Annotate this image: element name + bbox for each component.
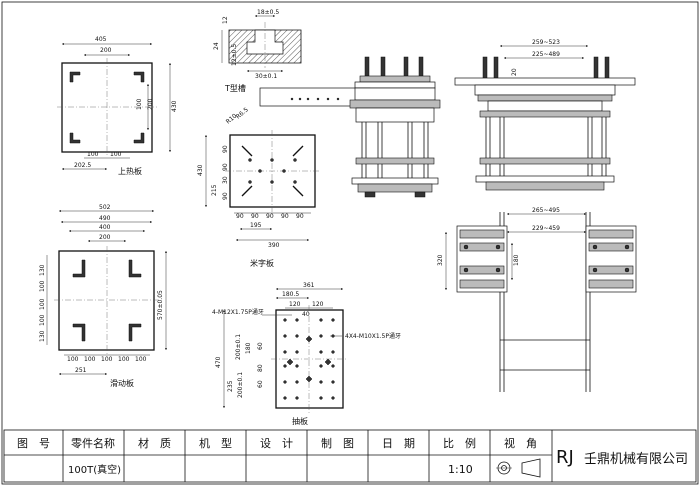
dim-text: 100	[87, 151, 99, 158]
dim-text: 180	[513, 254, 520, 266]
dim-text: 265~495	[532, 207, 560, 214]
dim-text: 361	[303, 282, 315, 289]
tb-header-material: 材 质	[138, 436, 171, 450]
dim-text: R6.5	[235, 106, 250, 120]
pull-plate-view: 361 180.5 120 120 4-M12X1.75P通牙 4X4-M10X…	[212, 282, 401, 426]
company-name: 壬鼎机械有限公司	[584, 452, 688, 467]
dim-text: 100	[67, 356, 79, 363]
dim-text: 90	[222, 192, 229, 200]
dim-text: 320	[437, 254, 444, 266]
dim-text: 235	[227, 380, 234, 392]
tb-header-model: 机 型	[199, 436, 232, 450]
dim-text: 180.5	[282, 291, 299, 298]
machine-plan-view: 265~495 229~459 320 180	[437, 207, 637, 392]
dim-text: 405	[95, 36, 107, 43]
dim-text: 130	[39, 330, 46, 342]
dim-text: 200±0.1	[237, 372, 244, 398]
dim-text: 18±0.5	[257, 9, 279, 16]
dim-text: 12±0.5	[231, 44, 238, 66]
logo-mark: RJ	[556, 447, 574, 468]
dim-text: 90	[251, 213, 259, 220]
tb-header-part-name: 零件名称	[71, 436, 115, 450]
dim-text: 100	[101, 356, 113, 363]
dim-text: 60	[257, 380, 264, 388]
title-block: 图 号 零件名称 材 质 机 型 设 计 制 图 日 期 比 例 视 角 100…	[3, 429, 697, 483]
dim-text: 430	[171, 100, 178, 112]
dim-text: 80	[257, 364, 264, 372]
sliding-plate-outline	[58, 250, 155, 351]
tb-header-date: 日 期	[382, 437, 415, 450]
dim-text: 200	[99, 234, 111, 241]
t-slot-view: 18±0.5 12 24 12±0.5 30±0.1 T型槽	[213, 9, 302, 93]
dim-text: 502	[99, 204, 111, 211]
dim-text: 195	[250, 222, 262, 229]
dim-text: 259~523	[532, 39, 560, 46]
dim-text: 90	[222, 145, 229, 153]
view-label-upper-plate: 上热板	[118, 166, 142, 176]
dim-text: 90	[266, 213, 274, 220]
dim-text: 40	[302, 311, 310, 318]
dim-text: 100	[110, 151, 122, 158]
dim-text: 60	[257, 342, 264, 350]
sliding-plate-view: 502 490 400 200 130 100 100 100 130 570±…	[39, 204, 167, 388]
tb-part-name-value: 100T(真空)	[68, 463, 121, 476]
dim-text: 100	[136, 98, 143, 110]
dim-text: 430	[197, 164, 204, 176]
tapped-hole-grid	[283, 318, 335, 400]
dim-text: 202.5	[74, 162, 91, 169]
machine-side-view: 259~523 20 225~489	[454, 39, 636, 191]
view-label-cross-plate: 米字板	[250, 258, 274, 268]
upper-plate-view: 405 200 200 100 430 100 100 202.5 上热板	[57, 36, 178, 176]
dim-text: 229~459	[532, 225, 560, 232]
dim-text: 20	[511, 68, 518, 76]
dim-text: 180	[245, 342, 252, 354]
dim-text: 225~489	[532, 51, 560, 58]
dim-text: 251	[75, 367, 87, 374]
dim-text: 90	[236, 213, 244, 220]
dim-text: 490	[99, 215, 111, 222]
tb-header-drawing-no: 图 号	[17, 437, 50, 450]
dim-text: 100	[39, 314, 46, 326]
dim-text: 100	[118, 356, 130, 363]
dim-text: 400	[99, 224, 111, 231]
thread-callout-m12: 4-M12X1.75P通牙	[212, 308, 264, 316]
dim-text: 90	[296, 213, 304, 220]
dim-text: 100	[39, 298, 46, 310]
dim-text: 390	[268, 242, 280, 249]
dim-text: 570±0.05	[157, 290, 164, 320]
projection-symbol-icon	[496, 458, 541, 478]
tb-header-scale: 比 例	[443, 436, 476, 450]
dim-text: 30±0.1	[255, 73, 277, 80]
dim-text: 100	[39, 280, 46, 292]
dim-text: 215	[211, 184, 218, 196]
thread-callout-m10: 4X4-M10X1.5P通牙	[345, 332, 401, 340]
machine-front-view	[259, 56, 441, 198]
dim-text: 130	[39, 264, 46, 276]
tb-header-design: 设 计	[260, 437, 293, 450]
dim-text: 120	[312, 301, 324, 308]
tb-scale-value: 1:10	[448, 463, 473, 476]
dim-text: 24	[213, 42, 220, 50]
dim-text: 30	[222, 176, 229, 184]
tb-header-view-angle: 视 角	[504, 436, 537, 450]
dim-text: 100	[84, 356, 96, 363]
dim-text: 12	[222, 16, 229, 24]
view-label-t-slot: T型槽	[224, 83, 246, 93]
cross-plate-view: R10 R6.5 430 90 90 30 90 215 90 90 90 90…	[197, 106, 320, 268]
dim-text: 470	[215, 356, 222, 368]
dim-text: 90	[222, 163, 229, 171]
dim-text: 200±0.1	[235, 334, 242, 360]
dim-text: 90	[281, 213, 289, 220]
tb-header-drawn: 制 图	[321, 437, 354, 450]
view-label-pull-plate: 抽板	[292, 416, 308, 426]
dim-text: 100	[135, 356, 147, 363]
company-logo: RJ	[555, 434, 579, 478]
dim-text: 200	[100, 47, 112, 54]
dim-text: 120	[289, 301, 301, 308]
view-label-sliding-plate: 滑动板	[110, 378, 134, 388]
dim-text: 200	[147, 98, 154, 110]
